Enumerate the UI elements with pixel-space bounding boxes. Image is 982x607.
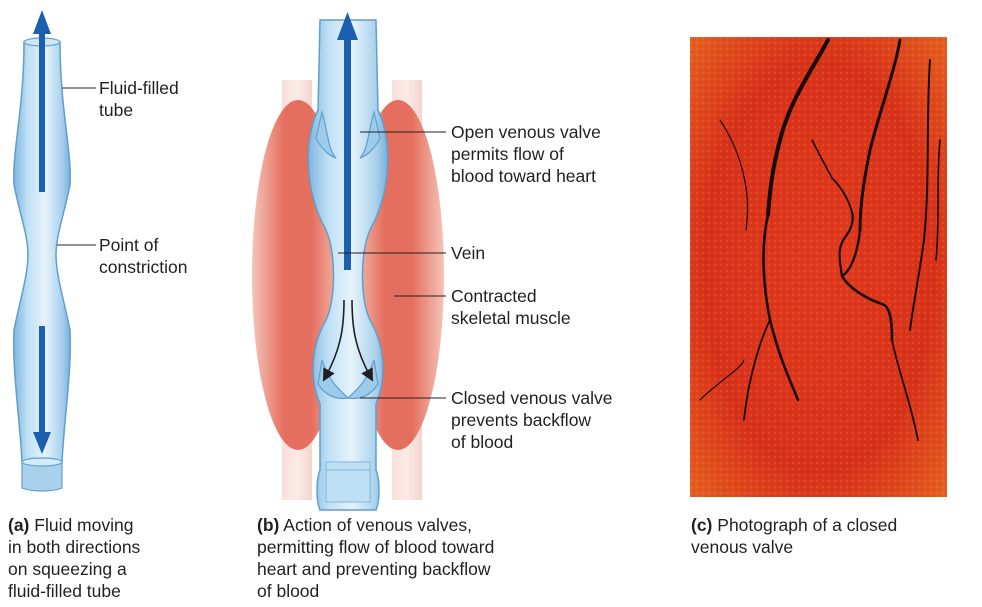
- label-line: Vein: [451, 242, 485, 264]
- panel-a-tube: [14, 10, 96, 491]
- label-line: constriction: [99, 256, 188, 278]
- caption-panel-b: (b) Action of venous valves, permitting …: [257, 514, 494, 602]
- caption-line: Photograph of a closed: [717, 515, 897, 535]
- blood-flow-arrow-shaft: [344, 34, 351, 270]
- label-line: skeletal muscle: [451, 307, 571, 329]
- caption-letter: (b): [257, 515, 279, 535]
- label-line: prevents backflow: [451, 409, 612, 431]
- label-vein: Vein: [451, 242, 485, 264]
- label-line: blood toward heart: [451, 165, 601, 187]
- label-line: Fluid-filled: [99, 77, 179, 99]
- label-line: of blood: [451, 431, 612, 453]
- tube-bottom-rim: [22, 458, 62, 466]
- panel-c-photograph: [690, 37, 947, 497]
- downward-flow-arrow-shaft: [39, 326, 45, 436]
- caption-line: heart and preventing backflow: [257, 558, 494, 580]
- label-line: tube: [99, 99, 179, 121]
- caption-letter: (c): [691, 515, 712, 535]
- caption-panel-a: (a) Fluid moving in both directions on s…: [8, 514, 140, 602]
- caption-panel-c: (c) Photograph of a closed venous valve: [691, 514, 897, 558]
- label-contracted-skeletal-muscle: Contracted skeletal muscle: [451, 285, 571, 329]
- upward-flow-arrow-shaft: [39, 30, 45, 192]
- photo-texture: [690, 37, 947, 497]
- caption-line: Action of venous valves,: [283, 515, 472, 535]
- label-line: Open venous valve: [451, 121, 601, 143]
- caption-line: of blood: [257, 580, 494, 602]
- caption-line: on squeezing a: [8, 558, 140, 580]
- caption-line: fluid-filled tube: [8, 580, 140, 602]
- vein-lower-stub: [326, 462, 370, 502]
- caption-line: permitting flow of blood toward: [257, 536, 494, 558]
- caption-line: venous valve: [691, 536, 897, 558]
- label-line: Closed venous valve: [451, 387, 612, 409]
- label-point-of-constriction: Point of constriction: [99, 234, 188, 278]
- caption-line: in both directions: [8, 536, 140, 558]
- label-line: Contracted: [451, 285, 571, 307]
- label-closed-venous-valve: Closed venous valve prevents backflow of…: [451, 387, 612, 453]
- label-line: Point of: [99, 234, 188, 256]
- panel-b-vein: [252, 12, 446, 510]
- caption-letter: (a): [8, 515, 29, 535]
- upward-flow-arrow-head: [33, 10, 51, 34]
- label-line: permits flow of: [451, 143, 601, 165]
- caption-line: Fluid moving: [34, 515, 133, 535]
- label-fluid-filled-tube: Fluid-filled tube: [99, 77, 179, 121]
- label-open-venous-valve: Open venous valve permits flow of blood …: [451, 121, 601, 187]
